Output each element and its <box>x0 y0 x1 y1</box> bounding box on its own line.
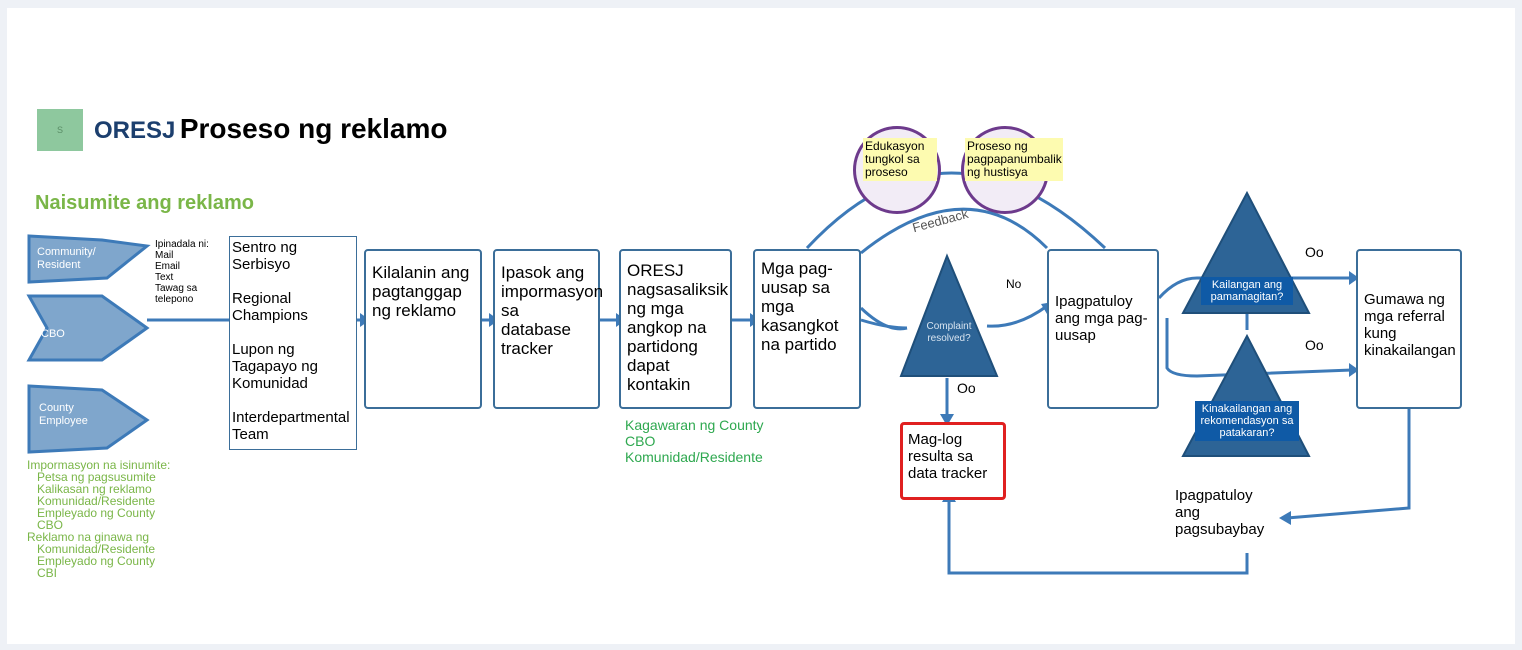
line-no-continue <box>986 304 1048 328</box>
step-acknowledge-text: Kilalanin ang pagtanggap ng reklamo <box>372 263 470 320</box>
yes-resolved-label: Oo <box>957 380 976 396</box>
party-item: Kagawaran ng County <box>625 417 764 433</box>
feedback-inner-arc <box>860 207 1049 255</box>
step-log-results-text: Mag-log resulta sa data tracker <box>908 431 988 482</box>
source-arrows <box>26 234 151 454</box>
info-item: Komunidad/Residente <box>37 494 156 508</box>
info-item: Empleyado ng County <box>37 506 156 520</box>
info-item: Petsa ng pagsusumite <box>37 470 156 484</box>
slide: Feedback S ORESJ Proseso ng reklamo Nais… <box>7 8 1515 644</box>
arrowhead <box>1349 271 1359 285</box>
yes-policy-label: Oo <box>1305 337 1324 353</box>
step-research: ORESJ nagsasaliksik ng mga angkop na par… <box>619 249 732 409</box>
submitted-via-heading: Ipinadala ni: <box>155 239 209 250</box>
research-parties: Kagawaran ng County CBO Komunidad/Reside… <box>625 417 764 465</box>
source-label: County Employee <box>39 402 88 427</box>
feedback-outer-arc <box>805 171 1107 250</box>
page-title: ORESJ Proseso ng reklamo <box>94 113 447 145</box>
party-item: CBO <box>625 433 656 449</box>
info-item: CBI <box>37 566 58 580</box>
source-cbo: CBO <box>41 328 65 340</box>
policy-label: Kinakailangan ang rekomendasyon sa patak… <box>1195 401 1299 441</box>
brand-name: ORESJ <box>94 117 176 144</box>
submitted-via: Ipinadala ni: Mail Email Text Tawag sa t… <box>155 239 225 305</box>
submitted-via-item: Tawag sa telepono <box>155 283 198 305</box>
source-label: Community/ Resident <box>37 246 96 271</box>
step-referrals: Gumawa ng mga referral kung kinakailanga… <box>1356 249 1462 409</box>
yes-mediation-label: Oo <box>1305 244 1324 260</box>
line-continue-mediation <box>1157 276 1352 300</box>
info-heading: Impormasyon na isinumite: <box>27 458 171 472</box>
subtitle: Naisumite ang reklamo <box>35 192 254 214</box>
community-arrow-shape <box>27 234 151 284</box>
submitted-via-item: Text <box>155 272 174 283</box>
arrowhead <box>940 414 954 426</box>
info-heading-2: Reklamo na ginawa ng <box>27 530 150 544</box>
info-item: CBO <box>37 518 64 532</box>
info-item: Empleyado ng County <box>37 554 156 568</box>
service-box: Sentro ng Serbisyo Regional Champions Lu… <box>229 236 357 450</box>
line-discuss-down <box>859 306 908 331</box>
step-continue-talks: Ipagpatuloy ang mga pag-uusap <box>1047 249 1159 409</box>
step-log-results: Mag-log resulta sa data tracker <box>900 422 1006 500</box>
no-label: No <box>1006 277 1022 291</box>
step-acknowledge: Kilalanin ang pagtanggap ng reklamo <box>364 249 482 409</box>
county-arrow-shape <box>27 384 150 454</box>
step-discussions: Mga pag-uusap sa mga kasangkot na partid… <box>753 249 861 409</box>
title-text: Proseso ng reklamo <box>179 113 448 144</box>
cbo-arrow-shape <box>26 294 150 362</box>
submitted-via-item: Email <box>155 261 181 272</box>
info-item: Komunidad/Residente <box>37 542 156 556</box>
resolved-label: Complaint resolved? <box>926 321 972 344</box>
source-community: Community/ Resident <box>37 246 113 272</box>
step-continue-talks-text: Ipagpatuloy ang mga pag-uusap <box>1055 293 1148 344</box>
step-database: Ipasok ang impormasyon sa database track… <box>493 249 604 409</box>
service-item: Interdepartmental Team <box>232 409 350 443</box>
resolved-triangle <box>899 253 999 377</box>
logo-label: S <box>56 125 63 135</box>
step-database-text: Ipasok ang impormasyon sa database track… <box>501 263 604 358</box>
service-item: Regional Champions <box>232 290 308 324</box>
justice-label: Proseso ng pagpapanumbalik ng hustisya <box>965 138 1063 181</box>
line-referrals-monitor <box>1286 408 1411 520</box>
step-discussions-text: Mga pag-uusap sa mga kasangkot na partid… <box>761 259 839 354</box>
education-label: Edukasyon tungkol sa proseso <box>863 138 937 181</box>
arrowhead <box>1279 511 1291 525</box>
line-continue-policy <box>1165 318 1353 378</box>
info-submitted: Impormasyon na isinumite: Petsa ng pagsu… <box>27 459 170 579</box>
flow-lines <box>147 171 1411 575</box>
logo: S <box>37 109 83 151</box>
arrowhead <box>1349 363 1359 377</box>
party-item: Komunidad/Residente <box>625 449 763 465</box>
line-monitor-log <box>947 498 1249 575</box>
step-referrals-text: Gumawa ng mga referral kung kinakailanga… <box>1364 291 1456 359</box>
source-label: CBO <box>41 328 65 340</box>
submitted-via-item: Mail <box>155 250 174 261</box>
service-item: Lupon ng Tagapayo ng Komunidad <box>232 341 318 392</box>
info-item: Kalikasan ng reklamo <box>37 482 152 496</box>
source-county: County Employee <box>39 402 109 428</box>
step-continue-monitor: Ipagpatuloy ang pagsubaybay <box>1175 487 1265 538</box>
mediation-label: Kailangan ang pamamagitan? <box>1201 277 1293 305</box>
step-research-text: ORESJ nagsasaliksik ng mga angkop na par… <box>627 261 729 394</box>
service-item: Sentro ng Serbisyo <box>232 239 298 273</box>
